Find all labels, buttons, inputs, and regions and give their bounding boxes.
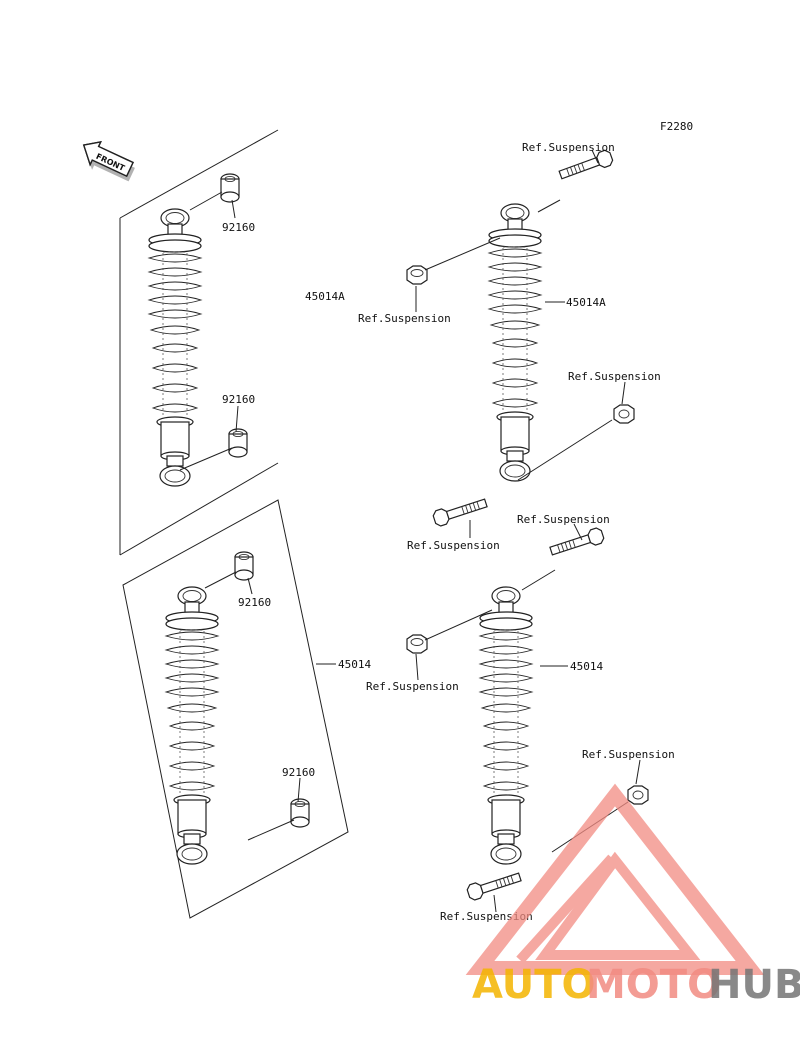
ref-suspension-5: Ref.Suspension	[517, 513, 610, 526]
watermark-text: AUTO MOTO HUB	[472, 962, 800, 1008]
watermark-moto: MOTO	[586, 962, 721, 1008]
figure-code: F2280	[660, 120, 693, 133]
ref-suspension-1: Ref.Suspension	[522, 141, 615, 154]
bushing-92160-a	[220, 173, 240, 203]
left-lower-kit-box	[122, 499, 349, 919]
part-92160-c: 92160	[238, 596, 271, 609]
nut-lower-right	[406, 634, 428, 654]
bushing-92160-c	[234, 551, 254, 581]
part-92160-a: 92160	[222, 221, 255, 234]
part-92160-b: 92160	[222, 393, 255, 406]
front-arrow-icon: FRONT	[82, 140, 135, 182]
washer-lower-right	[627, 785, 649, 805]
part-92160-d: 92160	[282, 766, 315, 779]
bushing-92160-b	[228, 428, 248, 458]
shock-absorber-45014A-right	[488, 203, 542, 482]
part-45014A-left: 45014A	[305, 290, 345, 303]
ref-suspension-7: Ref.Suspension	[582, 748, 675, 761]
bushing-92160-d	[290, 798, 310, 828]
part-45014-right: 45014	[570, 660, 603, 673]
watermark-hub: HUB	[708, 962, 800, 1008]
bolt-lower-right-top	[548, 526, 606, 560]
part-45014-left: 45014	[338, 658, 371, 671]
ref-suspension-3: Ref.Suspension	[568, 370, 661, 383]
ref-suspension-2: Ref.Suspension	[358, 312, 451, 325]
washer-upper-right	[613, 404, 635, 424]
ref-suspension-4: Ref.Suspension	[407, 539, 500, 552]
shock-absorber-45014-right	[479, 586, 533, 865]
shock-absorber-45014-left	[165, 586, 219, 865]
part-45014A-right: 45014A	[566, 296, 606, 309]
automotohub-logo-watermark	[465, 783, 765, 975]
bolt-mid-right	[431, 494, 489, 528]
left-upper-kit-box	[119, 129, 279, 556]
shock-absorber-45014A-left	[148, 208, 202, 487]
watermark-auto: AUTO	[472, 962, 596, 1008]
ref-suspension-6: Ref.Suspension	[366, 680, 459, 693]
nut-upper-right	[406, 265, 428, 285]
